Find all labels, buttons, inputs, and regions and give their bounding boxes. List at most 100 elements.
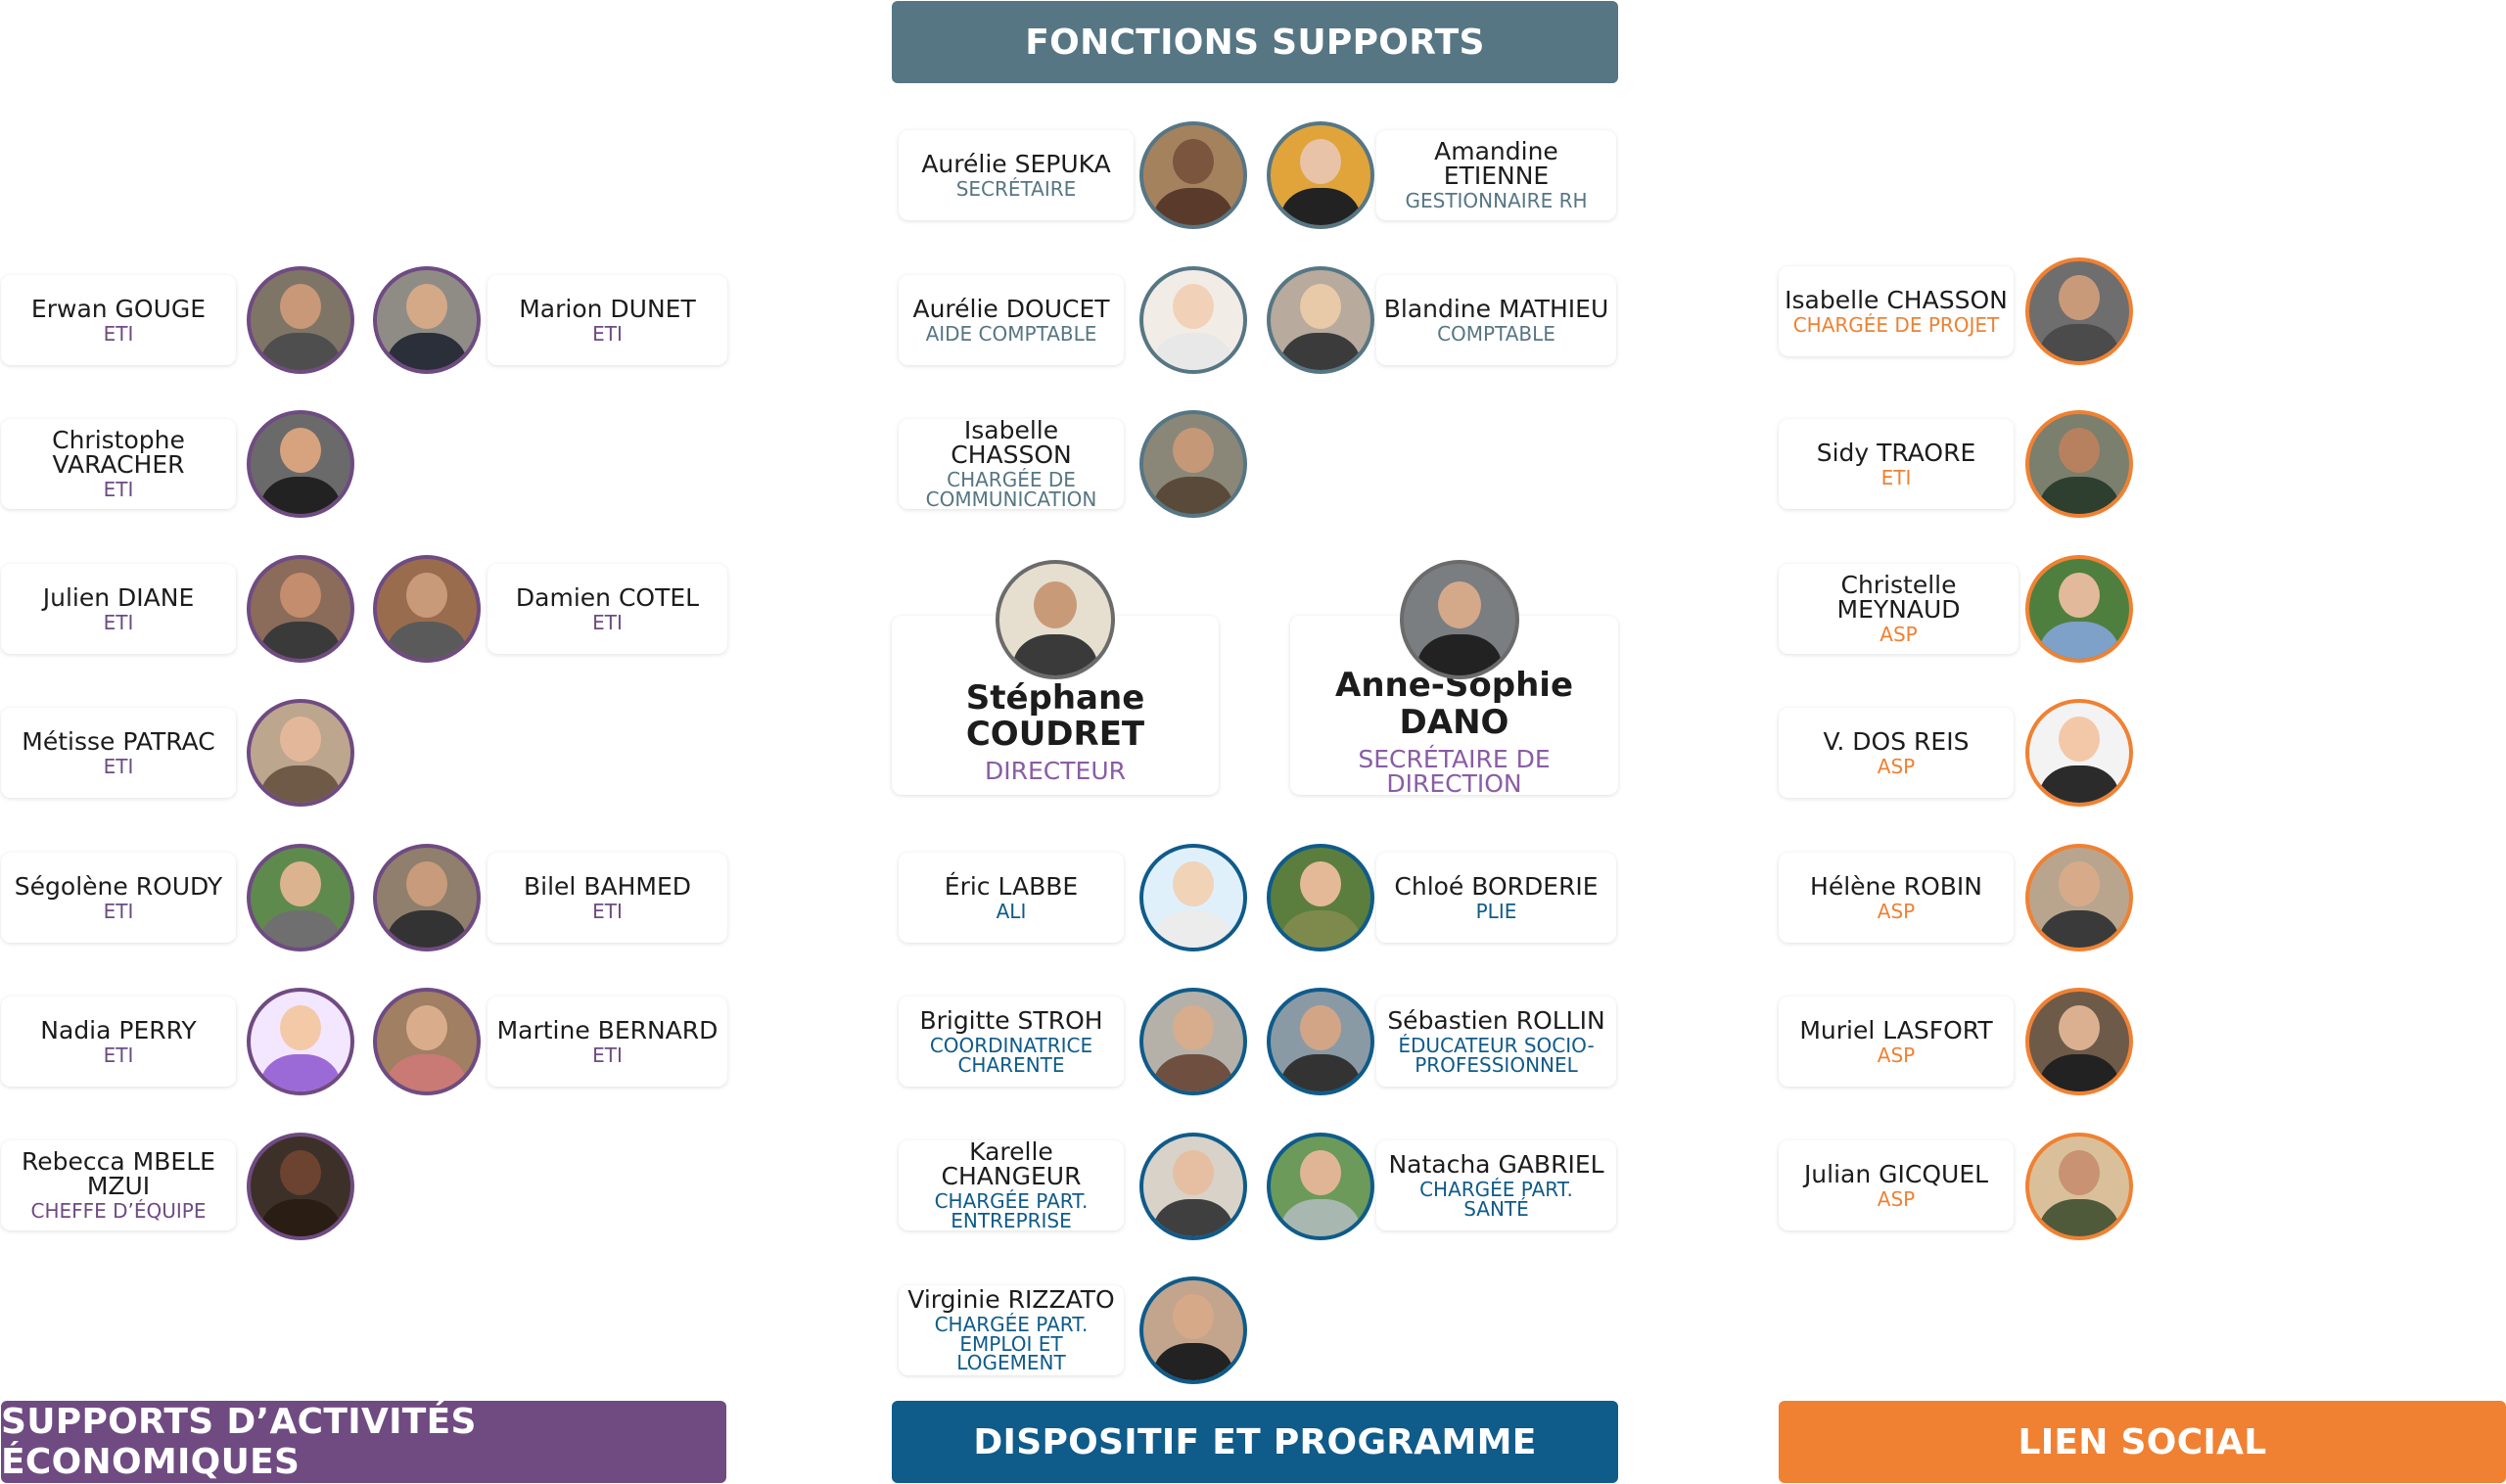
person-role: ETI	[103, 321, 134, 346]
banner-fonctions-supports: FONCTIONS SUPPORTS	[892, 1, 1618, 83]
person-photo-avatar	[1139, 988, 1247, 1095]
person-role: CHARGÉE PART. EMPLOI ET LOGEMENT	[934, 1313, 1089, 1375]
person-name: Muriel LASFORT	[1799, 1015, 1993, 1044]
person-name: Isabelle CHASSON	[1785, 285, 2008, 314]
person-photo-avatar	[1267, 121, 1374, 229]
person-role: SECRÉTAIRE	[955, 176, 1077, 201]
person-photo-avatar	[247, 1133, 354, 1240]
person-photo-avatar	[2025, 410, 2133, 518]
person-role: ASP	[1880, 623, 1918, 647]
person-name: Blandine MATHIEU	[1383, 294, 1609, 323]
person-name: Damien COTEL	[515, 582, 700, 612]
person-role: CHEFFE D’ÉQUIPE	[30, 1199, 207, 1224]
person-role: ETI	[592, 1043, 623, 1067]
person-role: ASP	[1877, 899, 1916, 923]
person-photo-avatar	[247, 844, 354, 951]
person-photo-avatar	[373, 555, 481, 663]
person-role: CHARGÉE PART. SANTÉ	[1419, 1177, 1573, 1221]
person-name: Julien DIANE	[42, 582, 195, 612]
person-role: ETI	[103, 754, 134, 778]
person-photo-avatar	[373, 844, 481, 951]
person-photo-avatar	[1139, 121, 1247, 229]
person-name: Julian GICQUEL	[1803, 1159, 1989, 1188]
person-name: Sébastien ROLLIN	[1387, 1005, 1605, 1035]
person-photo-avatar	[247, 555, 354, 663]
person-role: GESTIONNAIRE RH	[1405, 189, 1588, 213]
person-photo-avatar	[2025, 988, 2133, 1095]
person-name: Métisse PATRAC	[22, 726, 215, 756]
person-photo-avatar	[1267, 844, 1374, 951]
person-role: ASP	[1877, 1186, 1916, 1211]
person-role: ETI	[103, 610, 134, 634]
banner-lien-social: LIEN SOCIAL	[1779, 1401, 2506, 1483]
person-name: Rebecca MBELE MZUI	[22, 1147, 215, 1201]
person-photo-avatar	[1139, 410, 1247, 518]
person-photo-avatar	[2025, 844, 2133, 951]
banner-supports-activites-economiques: SUPPORTS D’ACTIVITÉS ÉCONOMIQUES	[1, 1401, 726, 1483]
person-role: ETI	[1880, 465, 1912, 489]
person-name: Martine BERNARD	[496, 1015, 719, 1044]
person-name: Bilel BAHMED	[524, 871, 691, 901]
person-role: ETI	[103, 478, 134, 502]
person-role: AIDE COMPTABLE	[925, 321, 1097, 346]
person-name: Erwan GOUGE	[30, 294, 207, 323]
person-role: COMPTABLE	[1437, 321, 1555, 346]
person-photo-avatar	[2025, 1133, 2133, 1240]
person-photo-avatar	[2025, 257, 2133, 365]
person-role: CHARGÉE DE PROJET	[1792, 312, 2000, 337]
person-name: Marion DUNET	[519, 294, 696, 323]
person-photo-avatar	[2025, 555, 2133, 663]
person-role: ETI	[592, 321, 623, 346]
director-avatar	[996, 560, 1115, 679]
person-photo-avatar	[247, 988, 354, 1095]
person-photo-avatar	[2025, 699, 2133, 807]
director-role: DIRECTEUR	[985, 757, 1126, 786]
banner-dispositif-programme: DISPOSITIF ET PROGRAMME	[892, 1401, 1618, 1483]
person-name: Aurélie SEPUKA	[921, 149, 1111, 178]
person-role: CHARGÉE DE COMMUNICATION	[925, 468, 1097, 511]
person-role: ETI	[592, 610, 623, 634]
person-name: Brigitte STROH	[919, 1005, 1103, 1035]
person-name: Hélène ROBIN	[1810, 871, 1982, 901]
person-name: Virginie RIZZATO	[907, 1285, 1115, 1315]
person-role: CHARGÉE PART. ENTREPRISE	[934, 1189, 1089, 1232]
person-role: COORDINATRICE CHARENTE	[929, 1033, 1093, 1077]
person-name: Ségolène ROUDY	[14, 871, 223, 901]
person-name: Isabelle CHASSON	[951, 416, 1072, 470]
person-name: Nadia PERRY	[40, 1015, 197, 1044]
person-role: ETI	[103, 899, 134, 923]
person-name: Aurélie DOUCET	[912, 294, 1110, 323]
person-photo-avatar	[373, 988, 481, 1095]
person-name: Éric LABBE	[944, 871, 1079, 901]
person-role: ETI	[103, 1043, 134, 1067]
direction-secretary-role: SECRÉTAIRE DE DIRECTION	[1358, 744, 1551, 798]
person-role: ETI	[592, 899, 623, 923]
person-name: Christelle MEYNAUD	[1836, 571, 1961, 625]
person-photo-avatar	[1267, 266, 1374, 374]
director-name: Stéphane COUDRET	[965, 677, 1145, 754]
